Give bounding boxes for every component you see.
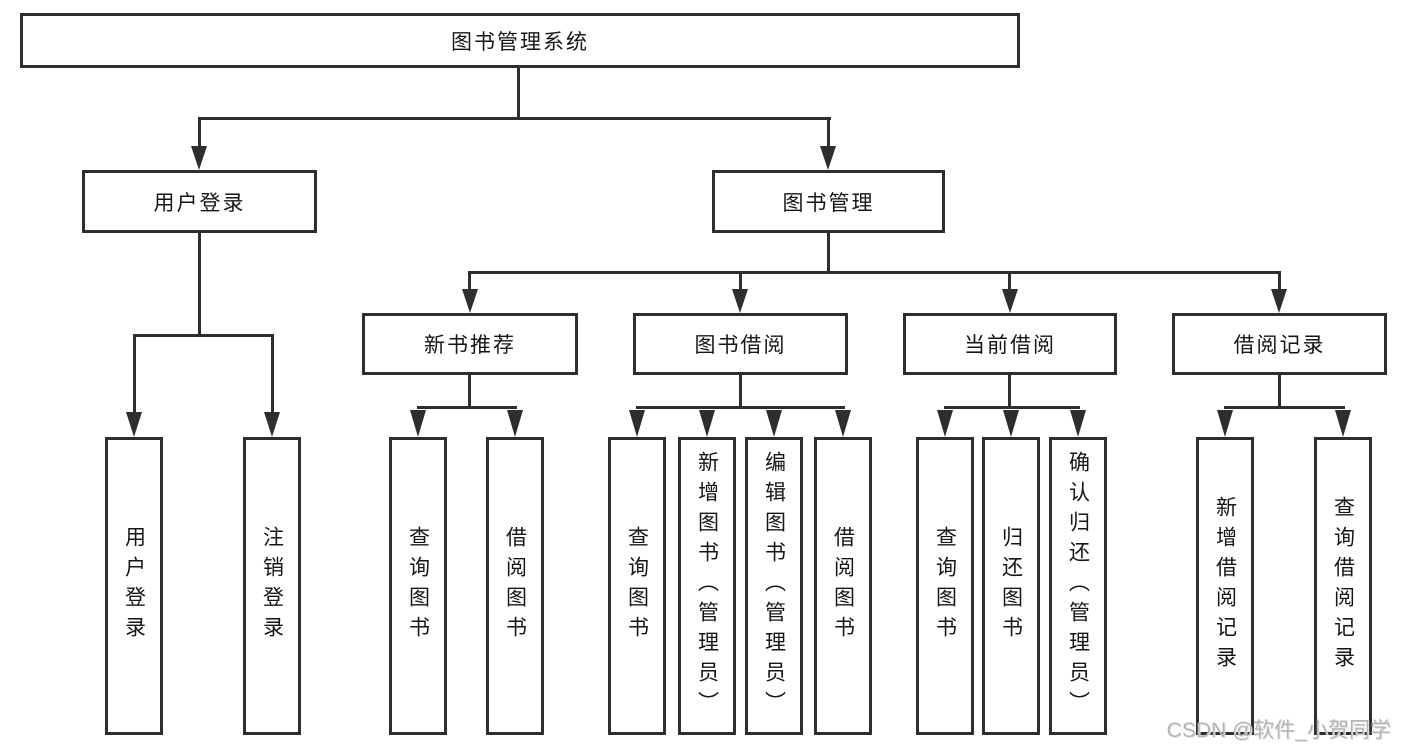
node-book-borrow: 图书借阅: [633, 313, 848, 375]
leaf-nb-borrow: 借阅图书: [486, 437, 544, 735]
leaf-br-add: 新增借阅记录: [1196, 437, 1254, 735]
leaf-login: 用户登录: [105, 437, 163, 735]
leaf-cb-query: 查询图书: [916, 437, 974, 735]
node-user-login-label: 用户登录: [153, 191, 246, 215]
connector-borrow-record-stem: [1278, 372, 1281, 408]
arrow-into-logout: [264, 412, 280, 437]
node-user-login: 用户登录: [82, 170, 317, 233]
leaf-nb-borrow-label: 借阅图书: [503, 526, 527, 646]
connector-stub-book-borrow: [739, 271, 742, 291]
connector-root-stem: [517, 68, 520, 119]
node-current-borrow-label: 当前借阅: [964, 334, 1056, 357]
csdn-watermark: CSDN @软件_小贺同学: [1166, 719, 1391, 742]
leaf-bb-borrow-label: 借阅图书: [831, 526, 855, 646]
node-book-mgmt: 图书管理: [712, 170, 945, 233]
leaf-br-query: 查询借阅记录: [1314, 437, 1372, 735]
leaf-br-add-label: 新增借阅记录: [1213, 496, 1237, 676]
leaf-cb-query-label: 查询图书: [933, 526, 957, 646]
connector-current-borrow-stem: [1008, 372, 1011, 408]
node-new-book: 新书推荐: [362, 313, 578, 375]
node-borrow-record-label: 借阅记录: [1233, 334, 1326, 357]
connector-stub-logout: [271, 334, 274, 412]
connector-book-mgmt-branch: [469, 271, 1281, 274]
connector-book-borrow-branch: [636, 406, 845, 409]
arrow-into-bb-query: [629, 410, 645, 437]
node-root: 图书管理系统: [20, 13, 1020, 68]
leaf-bb-borrow: 借阅图书: [814, 437, 872, 735]
connector-stub-login: [133, 334, 136, 412]
connector-current-borrow-branch: [944, 406, 1080, 409]
connector-stub-current-borrow: [1008, 271, 1011, 291]
arrow-into-cb-confirm: [1070, 410, 1086, 437]
arrow-into-bb-add: [699, 410, 715, 437]
arrow-into-user-login: [191, 146, 207, 170]
connector-stub-new-book: [468, 271, 471, 291]
arrow-into-book-borrow: [732, 289, 748, 313]
arrow-into-nb-borrow: [507, 410, 523, 437]
leaf-logout-label: 注销登录: [260, 526, 284, 646]
arrow-into-bb-edit: [766, 410, 782, 437]
leaf-bb-query-label: 查询图书: [625, 526, 649, 646]
leaf-logout: 注销登录: [243, 437, 301, 735]
connector-new-book-stem: [468, 372, 471, 408]
leaf-nb-query: 查询图书: [389, 437, 447, 735]
leaf-br-query-label: 查询借阅记录: [1331, 496, 1355, 676]
node-book-mgmt-label: 图书管理: [782, 191, 875, 215]
connector-stub-user-login: [198, 117, 201, 147]
arrow-into-cb-query: [937, 410, 953, 437]
arrow-into-borrow-record: [1271, 289, 1287, 313]
leaf-login-label: 用户登录: [122, 526, 146, 646]
connector-stub-book-mgmt: [827, 117, 830, 147]
leaf-bb-query: 查询图书: [608, 437, 666, 735]
leaf-nb-query-label: 查询图书: [406, 526, 430, 646]
node-root-label: 图书管理系统: [451, 30, 589, 54]
leaf-cb-confirm: 确认归还（管理员）: [1049, 437, 1107, 735]
arrow-into-current-borrow: [1002, 289, 1018, 313]
node-new-book-label: 新书推荐: [424, 334, 516, 357]
leaf-cb-confirm-label: 确认归还（管理员）: [1066, 451, 1090, 721]
leaf-bb-add-label: 新增图书（管理员）: [695, 451, 719, 721]
node-current-borrow: 当前借阅: [903, 313, 1117, 375]
connector-user-login-branch: [133, 334, 274, 337]
connector-stub-borrow-record: [1278, 271, 1281, 291]
arrow-into-br-add: [1217, 410, 1233, 437]
arrow-into-book-mgmt: [820, 146, 836, 170]
arrow-into-login: [126, 412, 142, 437]
arrow-into-br-query: [1335, 410, 1351, 437]
arrow-into-new-book: [462, 289, 478, 313]
connector-root-branch: [198, 117, 831, 120]
arrow-into-bb-borrow: [835, 410, 851, 437]
node-borrow-record: 借阅记录: [1172, 313, 1387, 375]
leaf-cb-return: 归还图书: [982, 437, 1040, 735]
connector-user-login-stem: [198, 232, 201, 336]
arrow-into-nb-query: [410, 410, 426, 437]
leaf-bb-edit: 编辑图书（管理员）: [745, 437, 803, 735]
node-book-borrow-label: 图书借阅: [694, 334, 787, 357]
arrow-into-cb-return: [1003, 410, 1019, 437]
leaf-bb-edit-label: 编辑图书（管理员）: [762, 451, 786, 721]
connector-borrow-record-branch: [1224, 406, 1345, 409]
connector-book-mgmt-stem: [827, 232, 830, 274]
leaf-bb-add: 新增图书（管理员）: [678, 437, 736, 735]
leaf-cb-return-label: 归还图书: [999, 526, 1023, 646]
connector-book-borrow-stem: [739, 372, 742, 408]
connector-new-book-branch: [417, 406, 517, 409]
